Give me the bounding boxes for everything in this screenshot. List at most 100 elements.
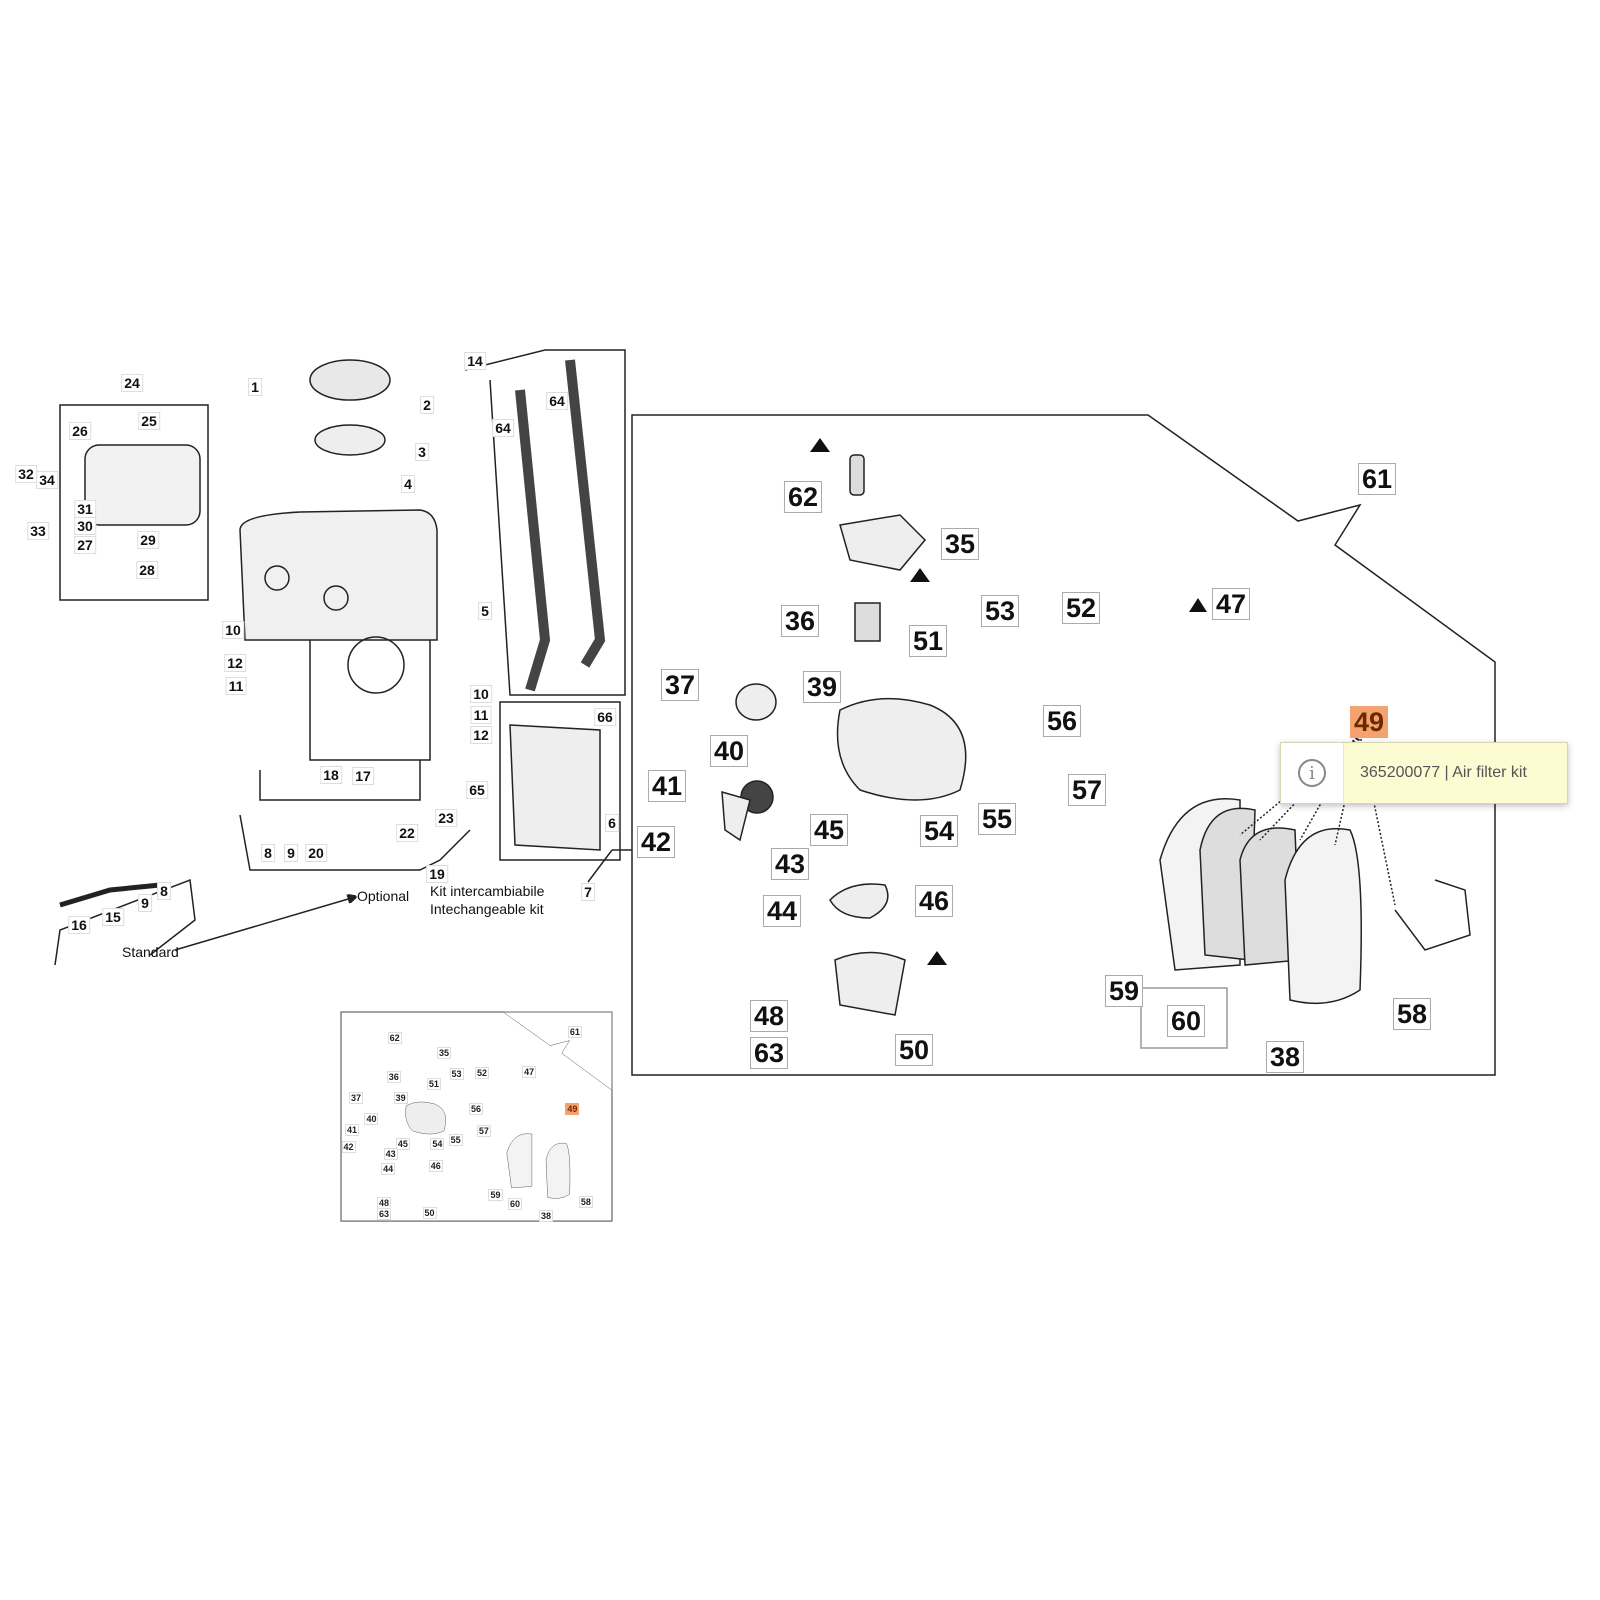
part-callout[interactable]: 64 [492, 419, 514, 437]
carburetor-top-part [839, 514, 927, 571]
part-callout[interactable]: 47 [1211, 588, 1251, 620]
part-callout[interactable]: 39 [802, 671, 842, 703]
part-tooltip: i 365200077 | Air filter kit [1280, 742, 1568, 804]
part-callout[interactable]: 56 [1042, 705, 1082, 737]
part-callout[interactable]: 10 [222, 621, 244, 639]
part-callout[interactable]: 41 [647, 770, 687, 802]
interchangeable-kit-label: Intechangeable kit [430, 901, 544, 917]
part-callout[interactable]: 10 [470, 685, 492, 703]
part-callout[interactable]: 9 [284, 844, 298, 862]
part-callout[interactable]: 12 [224, 654, 246, 672]
thumbnail-callout: 46 [428, 1160, 443, 1173]
part-callout[interactable]: 59 [1104, 975, 1144, 1007]
part-callout[interactable]: 64 [546, 392, 568, 410]
part-callout[interactable]: 46 [914, 885, 954, 917]
part-callout[interactable]: 29 [137, 531, 159, 549]
part-callout[interactable]: 35 [940, 528, 980, 560]
part-callout[interactable]: 32 [15, 465, 37, 483]
part-callout[interactable]: 58 [1392, 998, 1432, 1030]
thumbnail-callout: 41 [344, 1123, 359, 1136]
part-callout[interactable]: 63 [749, 1037, 789, 1069]
part-callout[interactable]: 31 [74, 500, 96, 518]
part-callout[interactable]: 16 [68, 916, 90, 934]
part-callout[interactable]: 62 [783, 481, 823, 513]
part-callout[interactable]: 4 [401, 475, 415, 493]
part-callout[interactable]: 43 [770, 848, 810, 880]
part-callout[interactable]: 57 [1067, 774, 1107, 806]
carburetor-body-part [836, 697, 967, 801]
part-callout[interactable]: 38 [1265, 1041, 1305, 1073]
part-callout[interactable]: 28 [136, 561, 158, 579]
part-callout[interactable]: 1 [248, 378, 262, 396]
part-callout[interactable]: 60 [1166, 1005, 1206, 1037]
part-callout[interactable]: 3 [415, 443, 429, 461]
part-callout[interactable]: 55 [977, 803, 1017, 835]
thumbnail-callout: 55 [448, 1134, 463, 1147]
fuel-tank-part [239, 509, 438, 641]
part-callout[interactable]: 19 [426, 865, 448, 883]
thumbnail-callout: 57 [476, 1124, 491, 1137]
part-callout[interactable]: 9 [138, 894, 152, 912]
thumbnail-callout: 45 [395, 1137, 410, 1150]
part-callout[interactable]: 40 [709, 735, 749, 767]
part-callout[interactable]: 27 [74, 536, 96, 554]
part-callout[interactable]: 33 [27, 522, 49, 540]
thumbnail-callout: 49 [565, 1103, 580, 1116]
thumbnail-callout: 48 [377, 1196, 392, 1209]
part-callout[interactable]: 51 [908, 625, 948, 657]
cap-kit-frame [59, 404, 209, 601]
part-callout[interactable]: 2 [420, 396, 434, 414]
part-callout[interactable]: 8 [157, 882, 171, 900]
part-callout[interactable]: 15 [102, 908, 124, 926]
straps-frame [464, 349, 626, 696]
info-icon: i [1281, 743, 1344, 803]
thumbnail-callout: 43 [383, 1148, 398, 1161]
part-callout[interactable]: 23 [435, 809, 457, 827]
part-callout[interactable]: 14 [464, 352, 486, 370]
part-callout[interactable]: 25 [138, 412, 160, 430]
part-callout[interactable]: 11 [225, 677, 247, 695]
part-callout[interactable]: 20 [305, 844, 327, 862]
tank-cap-part [84, 444, 201, 526]
part-callout[interactable]: 65 [466, 781, 488, 799]
part-callout[interactable]: 44 [762, 895, 802, 927]
part-callout[interactable]: 30 [74, 517, 96, 535]
part-callout[interactable]: 34 [36, 471, 58, 489]
part-callout[interactable]: 61 [1357, 463, 1397, 495]
part-callout[interactable]: 26 [69, 422, 91, 440]
thumbnail-callout: 62 [387, 1031, 402, 1044]
part-callout[interactable]: 24 [121, 374, 143, 392]
part-callout[interactable]: 7 [581, 883, 595, 901]
part-callout[interactable]: 37 [660, 669, 700, 701]
back-plate-frame [499, 701, 621, 861]
thumbnail-callout: 53 [449, 1068, 464, 1081]
part-callout[interactable]: 50 [894, 1034, 934, 1066]
part-callout[interactable]: 12 [470, 726, 492, 744]
part-callout[interactable]: 17 [352, 767, 374, 785]
part-callout[interactable]: 22 [396, 824, 418, 842]
part-callout[interactable]: 52 [1061, 592, 1101, 624]
fuel-cap-part [309, 359, 391, 401]
part-callout[interactable]: 5 [478, 602, 492, 620]
thumbnail-callout: 39 [393, 1092, 408, 1105]
thumbnail-callout: 38 [539, 1209, 554, 1222]
thumbnail-callout: 40 [364, 1112, 379, 1125]
part-callout[interactable]: 36 [780, 605, 820, 637]
triangle-markers [810, 438, 1207, 965]
part-callout[interactable]: 42 [636, 826, 676, 858]
part-callout[interactable]: 54 [919, 815, 959, 847]
part-callout[interactable]: 45 [809, 814, 849, 846]
part-callout[interactable]: 11 [470, 706, 492, 724]
part-callout[interactable]: 48 [749, 1000, 789, 1032]
thumbnail-callout: 59 [488, 1188, 503, 1201]
part-callout[interactable]: 53 [980, 595, 1020, 627]
part-callout[interactable]: 6 [605, 814, 619, 832]
part-callout[interactable]: 18 [320, 766, 342, 784]
carburetor-panel-frame [631, 414, 1496, 1076]
part-callout[interactable]: 66 [594, 708, 616, 726]
part-callout[interactable]: 8 [261, 844, 275, 862]
highlighted-part-callout[interactable]: 49 [1349, 706, 1389, 738]
thumbnail-callout: 47 [522, 1065, 537, 1078]
